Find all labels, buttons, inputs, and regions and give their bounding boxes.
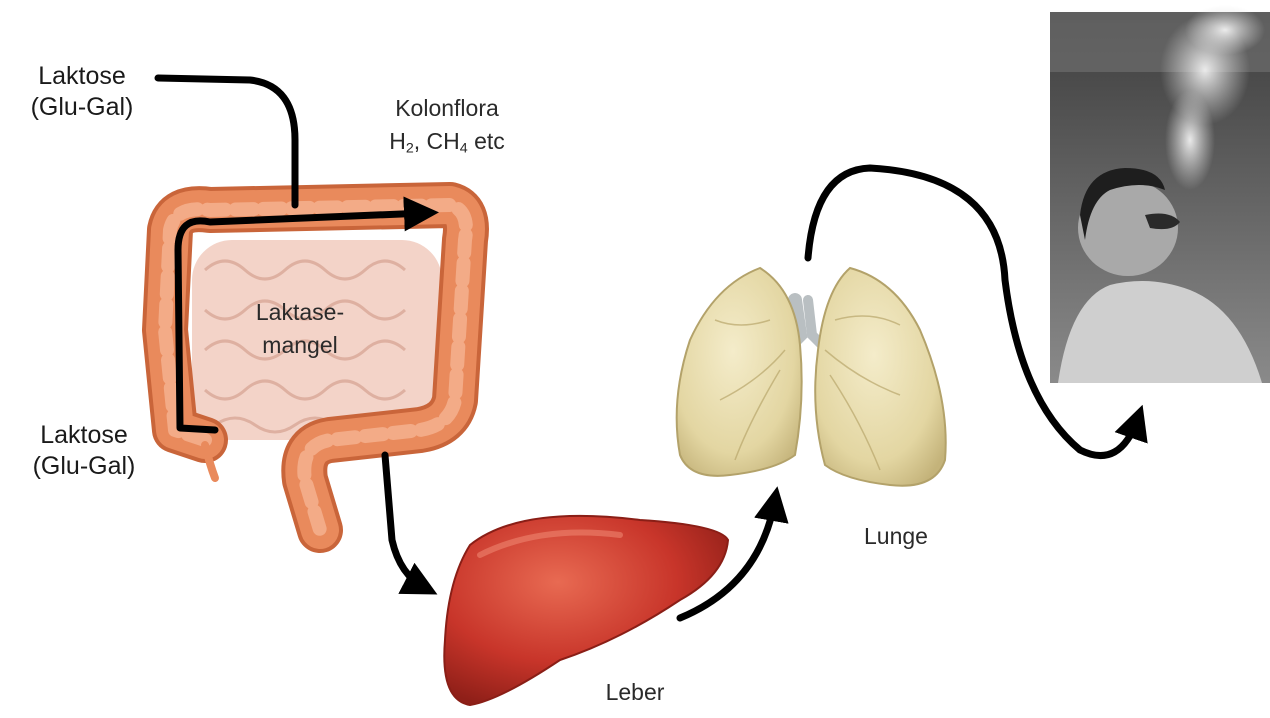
methane-subscript: 4 — [460, 141, 468, 157]
methane-symbol: , CH — [414, 128, 460, 154]
hydrogen-symbol: H — [389, 128, 406, 154]
lactose-input-name: Laktose — [12, 61, 152, 92]
gases-etc: etc — [468, 128, 505, 154]
breath-photo — [1050, 5, 1270, 383]
lactose-output-label: Laktose (Glu-Gal) — [14, 420, 154, 482]
lactose-input-label: Laktose (Glu-Gal) — [12, 61, 152, 123]
colon-illustration — [165, 205, 466, 530]
lactase-line-2: mangel — [220, 329, 380, 362]
lactase-line-1: Laktase- — [220, 296, 380, 329]
lactase-deficiency-label: Laktase- mangel — [220, 296, 380, 362]
hydrogen-subscript: 2 — [406, 141, 414, 157]
lactose-output-name: Laktose — [14, 420, 154, 451]
colon-flora-title: Kolonflora — [362, 92, 532, 125]
lung-label: Lunge — [836, 520, 956, 553]
right-lung — [815, 268, 945, 486]
lungs-illustration — [677, 268, 946, 486]
colon-flora-label: Kolonflora H2, CH4 etc — [362, 92, 532, 158]
arrow-to-liver — [385, 455, 425, 588]
lactose-input-formula: (Glu-Gal) — [12, 92, 152, 123]
liver-label: Leber — [580, 676, 690, 709]
lactose-output-formula: (Glu-Gal) — [14, 451, 154, 482]
left-lung — [677, 268, 802, 476]
colon-flora-gases: H2, CH4 etc — [362, 125, 532, 158]
